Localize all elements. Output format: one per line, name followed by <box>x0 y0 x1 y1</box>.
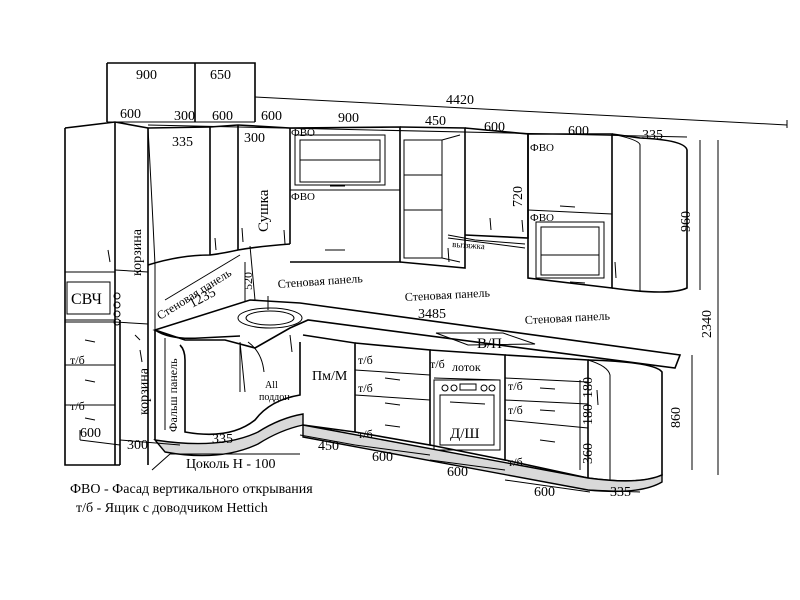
dim-upper-600-b: 600 <box>212 109 233 124</box>
dimension-lines <box>79 96 788 493</box>
dim-bottom-600-left: 600 <box>80 426 101 441</box>
dim-base-860: 860 <box>669 407 684 428</box>
dim-vert-520: 520 <box>241 272 255 290</box>
dim-bottom-600-c: 600 <box>534 485 555 500</box>
upper-glass-900 <box>289 126 401 263</box>
label-tb-2: т/б <box>70 399 85 413</box>
dim-upper-300: 300 <box>174 109 195 124</box>
label-all-poddon-2: поддон <box>259 392 290 403</box>
upper-glass-450 <box>399 126 466 269</box>
label-dsh: Д/Ш <box>450 426 480 442</box>
label-tb-5: т/б <box>358 427 373 441</box>
legend-line-1: ФВО - Фасад вертикального открывания <box>70 482 313 497</box>
dim-upper-600-d: 600 <box>484 120 505 135</box>
upper-curved-right <box>611 133 688 293</box>
label-tb-9: т/б <box>508 455 523 469</box>
dim-upper-600-c: 600 <box>261 109 282 124</box>
legend-line-2: т/б - Ящик с доводчиком Hettich <box>76 501 268 516</box>
label-fvo-2: ФВО <box>291 191 315 203</box>
label-tb-8: т/б <box>508 403 523 417</box>
dim-total-length: 4420 <box>446 93 474 108</box>
dim-upper-300-corner: 300 <box>244 131 265 146</box>
countertop <box>152 245 682 369</box>
dim-upper-335-left: 335 <box>172 135 193 150</box>
dim-upper-600-e: 600 <box>568 124 589 139</box>
label-all-poddon-1: All <box>265 380 278 391</box>
dim-bottom-335-corner: 335 <box>212 432 233 447</box>
corner-upper <box>147 124 291 266</box>
dim-bottom-300: 300 <box>127 438 148 453</box>
dim-vert-720: 720 <box>511 186 526 207</box>
label-false-panel: Фальш панель <box>166 358 180 432</box>
label-tb-3: т/б <box>358 353 373 367</box>
label-fvo-4: ФВО <box>530 212 554 224</box>
dim-drawer-180-a: 180 <box>581 377 596 398</box>
label-wall-panel-2: Стеновая панель <box>277 271 363 291</box>
label-korzina-upper: корзина <box>130 228 145 276</box>
dim-upper-450: 450 <box>425 114 446 129</box>
label-tsokol: Цоколь Н - 100 <box>186 457 275 472</box>
label-tb-4: т/б <box>358 381 373 395</box>
tall-columns <box>64 121 149 466</box>
label-wall-panel-4: Стеновая панель <box>524 309 610 327</box>
label-fvo-3: ФВО <box>530 142 554 154</box>
label-tb-6: т/б <box>430 357 445 371</box>
label-svch: СВЧ <box>71 291 102 308</box>
label-vytyazhka: вытяжка <box>452 239 485 251</box>
dim-total-height: 2340 <box>700 310 715 338</box>
dim-bottom-450: 450 <box>318 439 339 454</box>
label-pm-m: Пм/М <box>312 369 348 384</box>
dim-vert-960: 960 <box>679 211 694 232</box>
dim-bottom-600-b: 600 <box>447 465 468 480</box>
upper-600-b <box>527 133 613 289</box>
label-fvo-1: ФВО <box>291 127 315 139</box>
dim-upper-335-right: 335 <box>642 128 663 143</box>
dim-upper-600-a: 600 <box>120 107 141 122</box>
label-korzina-lower: корзина <box>137 367 152 415</box>
label-tb-1: т/б <box>70 353 85 367</box>
label-tb-7: т/б <box>508 379 523 393</box>
dim-counter-3485: 3485 <box>418 307 446 322</box>
label-vp: В/П <box>477 336 502 352</box>
dim-drawer-360: 360 <box>581 443 596 464</box>
dim-upper-900: 900 <box>338 111 359 126</box>
dim-bottom-335-right: 335 <box>610 485 631 500</box>
base-cabinets <box>119 320 663 493</box>
label-sushka: Сушка <box>256 189 272 232</box>
label-wall-panel-3: Стеновая панель <box>404 286 490 304</box>
dim-bottom-600-a: 600 <box>372 450 393 465</box>
dim-tall-top-depth: 650 <box>210 68 231 83</box>
label-lotok: лоток <box>452 360 481 374</box>
dim-drawer-180-b: 180 <box>581 404 596 425</box>
dim-tall-top-width: 900 <box>136 68 157 83</box>
